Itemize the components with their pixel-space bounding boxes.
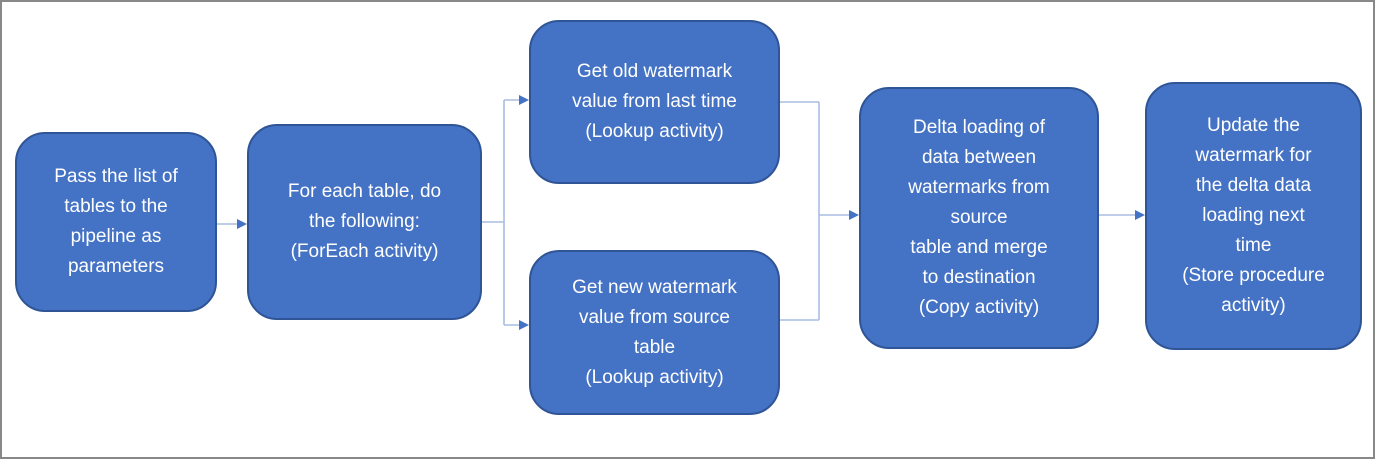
node-get-new-watermark: Get new watermark value from source tabl…	[529, 250, 780, 415]
connector-foreach-split	[482, 99, 521, 326]
arrow-right-icon	[519, 320, 529, 330]
arrow-right-icon	[1135, 210, 1145, 220]
node-update-watermark: Update the watermark for the delta data …	[1145, 82, 1362, 350]
arrow-right-icon	[519, 95, 529, 105]
node-pass-list-of-tables: Pass the list of tables to the pipeline …	[15, 132, 217, 312]
node-get-old-watermark: Get old watermark value from last time (…	[529, 20, 780, 184]
node-delta-loading-copy-activity: Delta loading of data between watermarks…	[859, 87, 1099, 349]
connector-merge-delta	[780, 101, 851, 321]
arrow-right-icon	[237, 219, 247, 229]
arrow-right-icon	[849, 210, 859, 220]
node-foreach-activity: For each table, do the following: (ForEa…	[247, 124, 482, 320]
